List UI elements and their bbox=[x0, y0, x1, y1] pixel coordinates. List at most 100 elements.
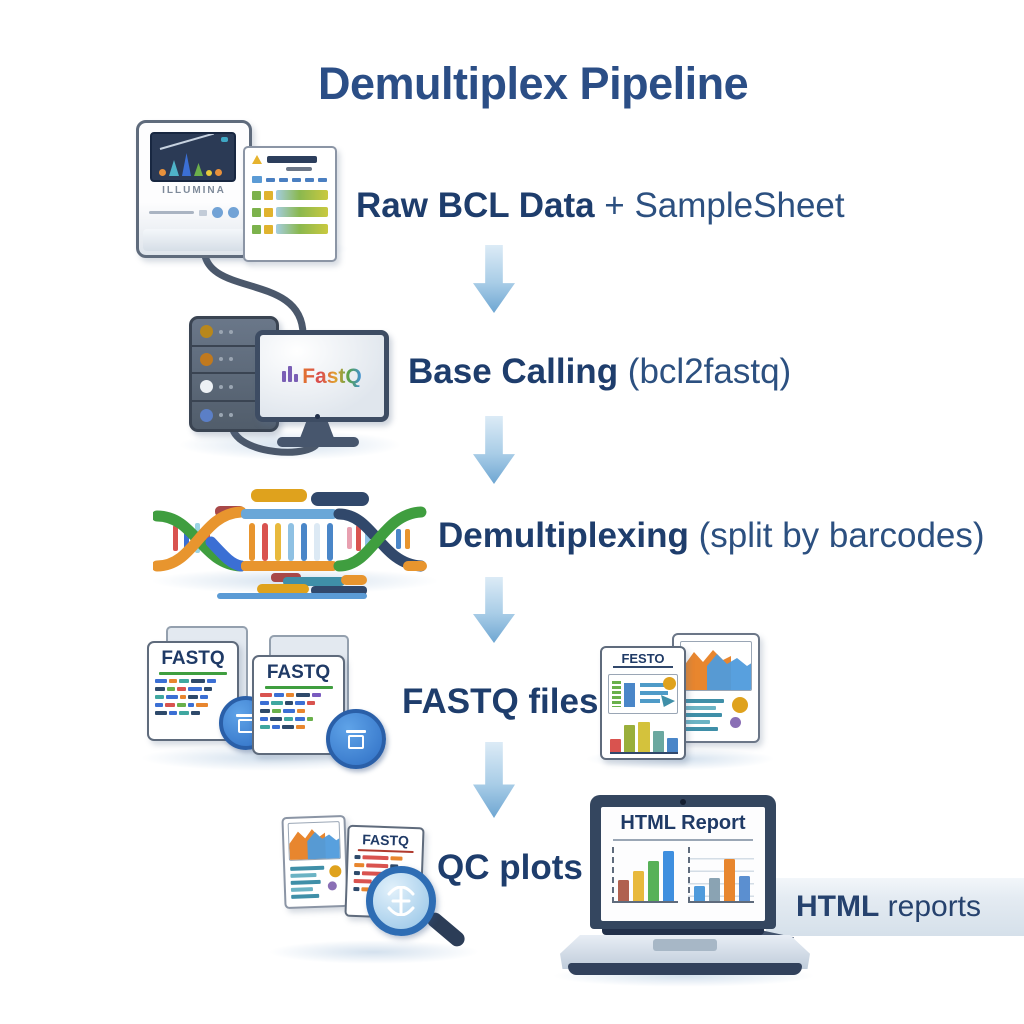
fastq-document-2-title: FASTQ bbox=[266, 662, 331, 683]
monitor-stand bbox=[300, 422, 334, 438]
laptop-illustration: HTML Report bbox=[560, 795, 810, 987]
samplesheet-title-bar bbox=[267, 156, 317, 163]
html-report-title: HTML Report bbox=[620, 812, 746, 834]
sequencer-screen bbox=[150, 132, 236, 182]
qc-doc-underline bbox=[357, 849, 414, 853]
server-unit bbox=[192, 319, 276, 347]
laptop-camera-dot bbox=[680, 799, 686, 805]
purple-blob-icon bbox=[327, 881, 337, 891]
fastq-document-1-title: FASTQ bbox=[161, 648, 225, 669]
label-demultiplexing-bold: Demultiplexing bbox=[438, 516, 689, 555]
report-bar-chart-1 bbox=[612, 847, 678, 903]
server-unit bbox=[192, 347, 276, 374]
shadow-qc-docs bbox=[268, 940, 480, 964]
hbar-panel bbox=[290, 865, 327, 899]
fastq-doc-underline bbox=[159, 672, 227, 675]
striped-bar bbox=[612, 681, 621, 707]
fastq-text-row bbox=[155, 694, 231, 699]
label-raw-bcl-rest: + SampleSheet bbox=[594, 186, 845, 225]
laptop-hinge bbox=[602, 929, 764, 935]
teal-line bbox=[640, 699, 660, 703]
magnifier-icon bbox=[366, 866, 436, 936]
label-fastq-files: FASTQ files bbox=[402, 682, 598, 722]
qc-fastq-document-title: FASTQ bbox=[362, 831, 410, 849]
sequencer-peaks-icon bbox=[159, 153, 222, 176]
page-title: Demultiplex Pipeline bbox=[318, 58, 749, 109]
html-report-screen: HTML Report bbox=[601, 807, 765, 921]
flow-arrow-2-icon bbox=[473, 416, 515, 484]
area-chart-panel bbox=[680, 641, 752, 691]
fastq-text-row bbox=[155, 702, 231, 707]
laptop-touchpad bbox=[653, 939, 717, 951]
label-demultiplexing-rest: (split by barcodes) bbox=[688, 516, 985, 555]
sequencer-trace-line bbox=[159, 134, 215, 150]
teal-line bbox=[640, 683, 664, 687]
label-qc-plots: QC plots bbox=[437, 848, 583, 888]
flow-arrow-3-icon bbox=[473, 577, 515, 643]
monitor-screen: FastQ bbox=[255, 330, 389, 422]
label-demultiplexing: Demultiplexing (split by barcodes) bbox=[438, 516, 985, 556]
label-base-calling-rest: (bcl2fastq) bbox=[618, 352, 792, 391]
report-bar-chart-2 bbox=[688, 847, 754, 903]
label-base-calling-bold: Base Calling bbox=[408, 352, 619, 391]
fastq-split-badge-icon bbox=[326, 709, 386, 769]
banner-html-reports: HTML reports bbox=[766, 878, 1024, 936]
samplesheet-row bbox=[252, 207, 328, 217]
samplesheet-row bbox=[252, 190, 328, 200]
samplesheet-dash-row bbox=[252, 176, 328, 183]
label-raw-bcl-data: Raw BCL Data + SampleSheet bbox=[356, 186, 845, 226]
fastq-text-row bbox=[260, 692, 337, 697]
label-fastq-files-bold: FASTQ files bbox=[402, 682, 599, 721]
dna-helix-illustration bbox=[153, 489, 427, 599]
qc-chart-document-2 bbox=[672, 633, 760, 743]
orange-blob-icon bbox=[663, 677, 676, 690]
banner-text-rest: reports bbox=[879, 890, 982, 923]
fastq-text-row bbox=[260, 700, 337, 705]
qc-area-chart-document bbox=[281, 814, 349, 910]
fastq-text-row bbox=[155, 710, 231, 715]
orange-blob-icon bbox=[732, 697, 748, 713]
label-qc-plots-bold: QC plots bbox=[437, 848, 583, 887]
fastq-text-row bbox=[260, 716, 337, 721]
sequencer-brand-label: ILLUMINA bbox=[162, 185, 226, 196]
mini-bar-chart bbox=[610, 720, 679, 754]
teal-line bbox=[640, 691, 668, 695]
report-divider bbox=[613, 839, 753, 841]
sequencer-controls bbox=[149, 207, 239, 218]
qc-chart-document-1-title: FESTO bbox=[613, 651, 673, 668]
blue-bar bbox=[624, 683, 635, 707]
fastq-document-2: FASTQ bbox=[252, 655, 345, 755]
samplesheet-subtitle-bar bbox=[286, 167, 312, 171]
banner-text-bold: HTML bbox=[796, 890, 880, 923]
fastq-doc-underline bbox=[264, 686, 333, 689]
logo-bars-icon bbox=[282, 365, 300, 387]
purple-blob-icon bbox=[730, 717, 741, 728]
report-charts bbox=[601, 847, 765, 903]
label-base-calling: Base Calling (bcl2fastq) bbox=[408, 352, 791, 392]
fastq-text-row bbox=[260, 724, 337, 729]
monitor-camera-dot bbox=[315, 414, 320, 419]
sequencer-base bbox=[143, 229, 245, 251]
samplesheet-header bbox=[252, 155, 328, 164]
fastq-logo-text: FastQ bbox=[302, 364, 362, 388]
flow-arrow-1-icon bbox=[473, 245, 515, 313]
label-raw-bcl-bold: Raw BCL Data bbox=[356, 186, 595, 225]
fastq-text-row bbox=[155, 686, 231, 691]
flow-arrow-4-icon bbox=[473, 742, 515, 818]
server-unit bbox=[192, 402, 276, 430]
fastq-text-row bbox=[354, 854, 415, 861]
orange-blob-icon bbox=[329, 865, 342, 878]
mini-chart-panel bbox=[608, 674, 678, 714]
samplesheet-row bbox=[252, 224, 328, 234]
hbar-panel bbox=[682, 699, 726, 731]
sequencer-illustration: ILLUMINA bbox=[136, 120, 252, 258]
laptop-foot bbox=[568, 963, 802, 975]
monitor-base bbox=[277, 437, 359, 447]
fastq-text-row bbox=[155, 678, 231, 683]
samplesheet-document bbox=[243, 146, 337, 262]
area-chart-panel bbox=[287, 821, 341, 861]
qc-chart-document-1: FESTO bbox=[600, 646, 686, 760]
fastq-text-row bbox=[260, 708, 337, 713]
server-unit bbox=[192, 374, 276, 402]
